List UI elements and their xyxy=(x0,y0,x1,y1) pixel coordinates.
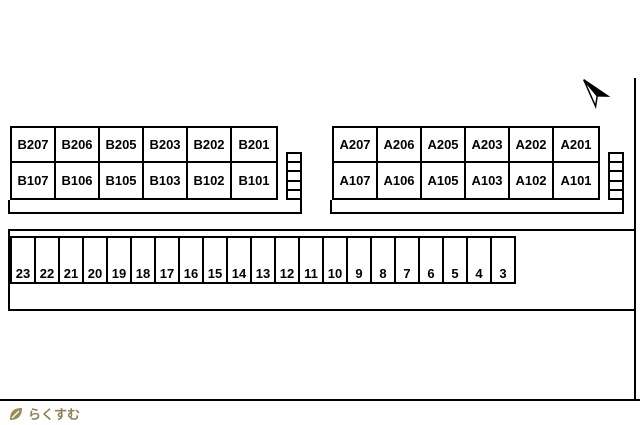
logo-text: らくすむ xyxy=(28,407,81,422)
parking-space: 5 xyxy=(442,236,468,284)
unit-cell: B105 xyxy=(100,163,144,198)
unit-cell: A201 xyxy=(554,128,598,163)
parking-top-line xyxy=(8,229,636,231)
stairs-building-b xyxy=(286,152,302,200)
unit-cell: B101 xyxy=(238,173,270,188)
unit-cell: A106 xyxy=(378,163,422,198)
parking-space: 3 xyxy=(490,236,516,284)
unit-cell: B103 xyxy=(144,163,188,198)
unit-cell: B102 xyxy=(188,163,232,198)
left-boundary-line xyxy=(8,229,10,311)
unit-cell: A207 xyxy=(334,128,378,163)
unit-cell: B205 xyxy=(100,128,144,163)
parking-row: 23 22 21 20 19 18 17 16 15 14 13 12 11 1… xyxy=(10,236,516,284)
unit-cell: A206 xyxy=(378,128,422,163)
unit-cell: B207 xyxy=(12,128,56,163)
logo: らくすむ xyxy=(8,404,80,423)
parking-space: 6 xyxy=(418,236,444,284)
building-a: A207 A206 A205 A203 A202 A201 A107 A106 … xyxy=(332,126,600,200)
logo-leaf-icon xyxy=(8,406,24,422)
parking-space: 20 xyxy=(82,236,108,284)
unit-cell: A102 xyxy=(510,163,554,198)
parking-space: 7 xyxy=(394,236,420,284)
parking-space: 18 xyxy=(130,236,156,284)
parking-space: 21 xyxy=(58,236,84,284)
walkway-building-b xyxy=(8,200,302,214)
unit-cell: B206 xyxy=(56,128,100,163)
unit-cell: A203 xyxy=(466,128,510,163)
parking-space: 11 xyxy=(298,236,324,284)
unit-cell: A103 xyxy=(466,163,510,198)
unit-cell: A105 xyxy=(422,163,466,198)
parking-space: 12 xyxy=(274,236,300,284)
unit-cell: A101 xyxy=(560,173,592,188)
unit-cell: A205 xyxy=(422,128,466,163)
parking-bottom-line xyxy=(8,309,636,311)
north-arrow-icon xyxy=(576,74,612,110)
parking-space: 15 xyxy=(202,236,228,284)
right-boundary-line xyxy=(634,78,636,401)
parking-space: 8 xyxy=(370,236,396,284)
parking-space: 4 xyxy=(466,236,492,284)
parking-space: 19 xyxy=(106,236,132,284)
unit-cell: B203 xyxy=(144,128,188,163)
unit-cell: A202 xyxy=(510,128,554,163)
parking-space: 23 xyxy=(10,236,36,284)
stairs-building-a xyxy=(608,152,624,200)
unit-cell: A107 xyxy=(334,163,378,198)
walkway-building-a xyxy=(330,200,624,214)
parking-space: 10 xyxy=(322,236,348,284)
parking-space: 22 xyxy=(34,236,60,284)
parking-space: 16 xyxy=(178,236,204,284)
unit-cell: B202 xyxy=(188,128,232,163)
parking-space: 14 xyxy=(226,236,252,284)
unit-cell: B201 xyxy=(232,128,276,163)
parking-space: 13 xyxy=(250,236,276,284)
parking-space: 9 xyxy=(346,236,372,284)
unit-cell: B106 xyxy=(56,163,100,198)
footer-divider-line xyxy=(0,399,640,401)
building-b: B207 B206 B205 B203 B202 B201 B107 B106 … xyxy=(10,126,278,200)
unit-cell: B107 xyxy=(12,163,56,198)
parking-space: 17 xyxy=(154,236,180,284)
